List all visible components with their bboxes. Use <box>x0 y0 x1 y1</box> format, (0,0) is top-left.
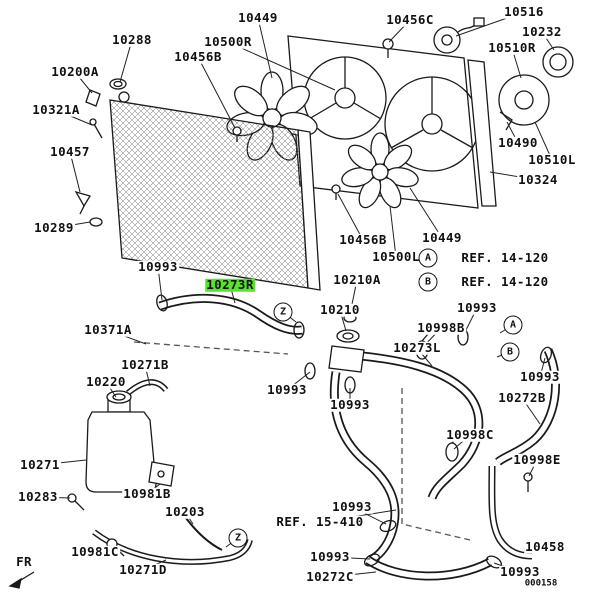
upper-radiator-hose-illustration <box>158 294 303 335</box>
part-label-10458[interactable]: 10458 <box>524 538 566 554</box>
part-label-10993[interactable]: 10993 <box>329 396 371 412</box>
ref-badge-a[interactable]: A <box>503 315 523 335</box>
ref-badge-z[interactable]: Z <box>273 302 293 322</box>
part-label-10993[interactable]: 10993 <box>331 498 373 514</box>
part-label-10272b[interactable]: 10272B <box>497 389 547 405</box>
fan-blade-right-illustration <box>341 132 419 209</box>
fr-indicator: FR <box>15 553 33 569</box>
part-label-10220[interactable]: 10220 <box>85 373 127 389</box>
part-label-10981c[interactable]: 10981C <box>70 543 120 559</box>
reservoir-hose-illustration <box>92 379 253 565</box>
part-label-10993[interactable]: 10993 <box>499 563 541 579</box>
part-label-10271d[interactable]: 10271D <box>118 561 168 577</box>
part-label-10500r[interactable]: 10500R <box>203 33 253 49</box>
part-label-10272c[interactable]: 10272C <box>305 568 355 584</box>
part-label-10283[interactable]: 10283 <box>17 488 59 504</box>
part-label-10490[interactable]: 10490 <box>497 134 539 150</box>
part-label-10998e[interactable]: 10998E <box>512 451 562 467</box>
fan-shroud-illustration <box>287 35 497 209</box>
part-label-10993[interactable]: 10993 <box>519 368 561 384</box>
part-label-10288[interactable]: 10288 <box>111 31 153 47</box>
part-label-10271b[interactable]: 10271B <box>120 356 170 372</box>
ref-badge-b[interactable]: B <box>418 272 438 292</box>
part-label-10203[interactable]: 10203 <box>164 503 206 519</box>
part-label-10510l[interactable]: 10510L <box>527 151 577 167</box>
ref-badge-z[interactable]: Z <box>228 528 248 548</box>
fr-arrow-icon <box>8 571 35 589</box>
part-label-10998b[interactable]: 10998B <box>416 319 466 335</box>
part-label-10271[interactable]: 10271 <box>19 456 61 472</box>
part-label-10516[interactable]: 10516 <box>503 3 545 19</box>
part-label-10993[interactable]: 10993 <box>266 381 308 397</box>
part-label-10321a[interactable]: 10321A <box>31 101 81 117</box>
part-label-10273l[interactable]: 10273L <box>392 339 442 355</box>
fan-motor-illustrations <box>382 17 574 131</box>
ref-label-14-120[interactable]: REF. 14-120 <box>460 249 550 265</box>
part-label-10210[interactable]: 10210 <box>319 301 361 317</box>
part-label-10456b[interactable]: 10456B <box>338 231 388 247</box>
part-label-10456c[interactable]: 10456C <box>385 11 435 27</box>
center-down-pipe-illustration <box>329 371 400 565</box>
part-label-10200a[interactable]: 10200A <box>50 63 100 79</box>
ref-label-15-410[interactable]: REF. 15-410 <box>275 513 365 529</box>
part-label-10993[interactable]: 10993 <box>309 548 351 564</box>
ref-badge-a[interactable]: A <box>418 248 438 268</box>
part-label-10510r[interactable]: 10510R <box>487 39 537 55</box>
part-label-10993[interactable]: 10993 <box>137 258 179 274</box>
water-pipe-illustration <box>488 465 533 560</box>
lower-radiator-hose-illustration <box>361 351 484 500</box>
part-label-10456b[interactable]: 10456B <box>173 48 223 64</box>
bottom-hose-illustration <box>365 556 493 581</box>
part-label-10981b[interactable]: 10981B <box>122 485 172 501</box>
part-label-10449[interactable]: 10449 <box>421 229 463 245</box>
radiator-small-parts-illustration <box>74 78 341 227</box>
radiator-illustration <box>109 91 321 291</box>
dashed-reference-lines <box>133 341 471 541</box>
part-label-10457[interactable]: 10457 <box>49 143 91 159</box>
thermostat-housing-illustration <box>328 313 365 373</box>
reservoir-tank-illustration <box>67 390 175 557</box>
part-label-10289[interactable]: 10289 <box>33 219 75 235</box>
ref-label-14-120[interactable]: REF. 14-120 <box>460 273 550 289</box>
part-label-10273r[interactable]: 10273R <box>205 276 255 292</box>
diagram-code: 000158 <box>523 578 559 589</box>
part-label-10210a[interactable]: 10210A <box>332 271 382 287</box>
part-label-10993[interactable]: 10993 <box>456 299 498 315</box>
part-label-10500l[interactable]: 10500L <box>371 248 421 264</box>
part-label-10324[interactable]: 10324 <box>517 171 559 187</box>
part-label-10371a[interactable]: 10371A <box>83 321 133 337</box>
ref-badge-b[interactable]: B <box>500 342 520 362</box>
part-label-10449[interactable]: 10449 <box>237 9 279 25</box>
part-label-10998c[interactable]: 10998C <box>445 426 495 442</box>
part-label-10232[interactable]: 10232 <box>521 23 563 39</box>
